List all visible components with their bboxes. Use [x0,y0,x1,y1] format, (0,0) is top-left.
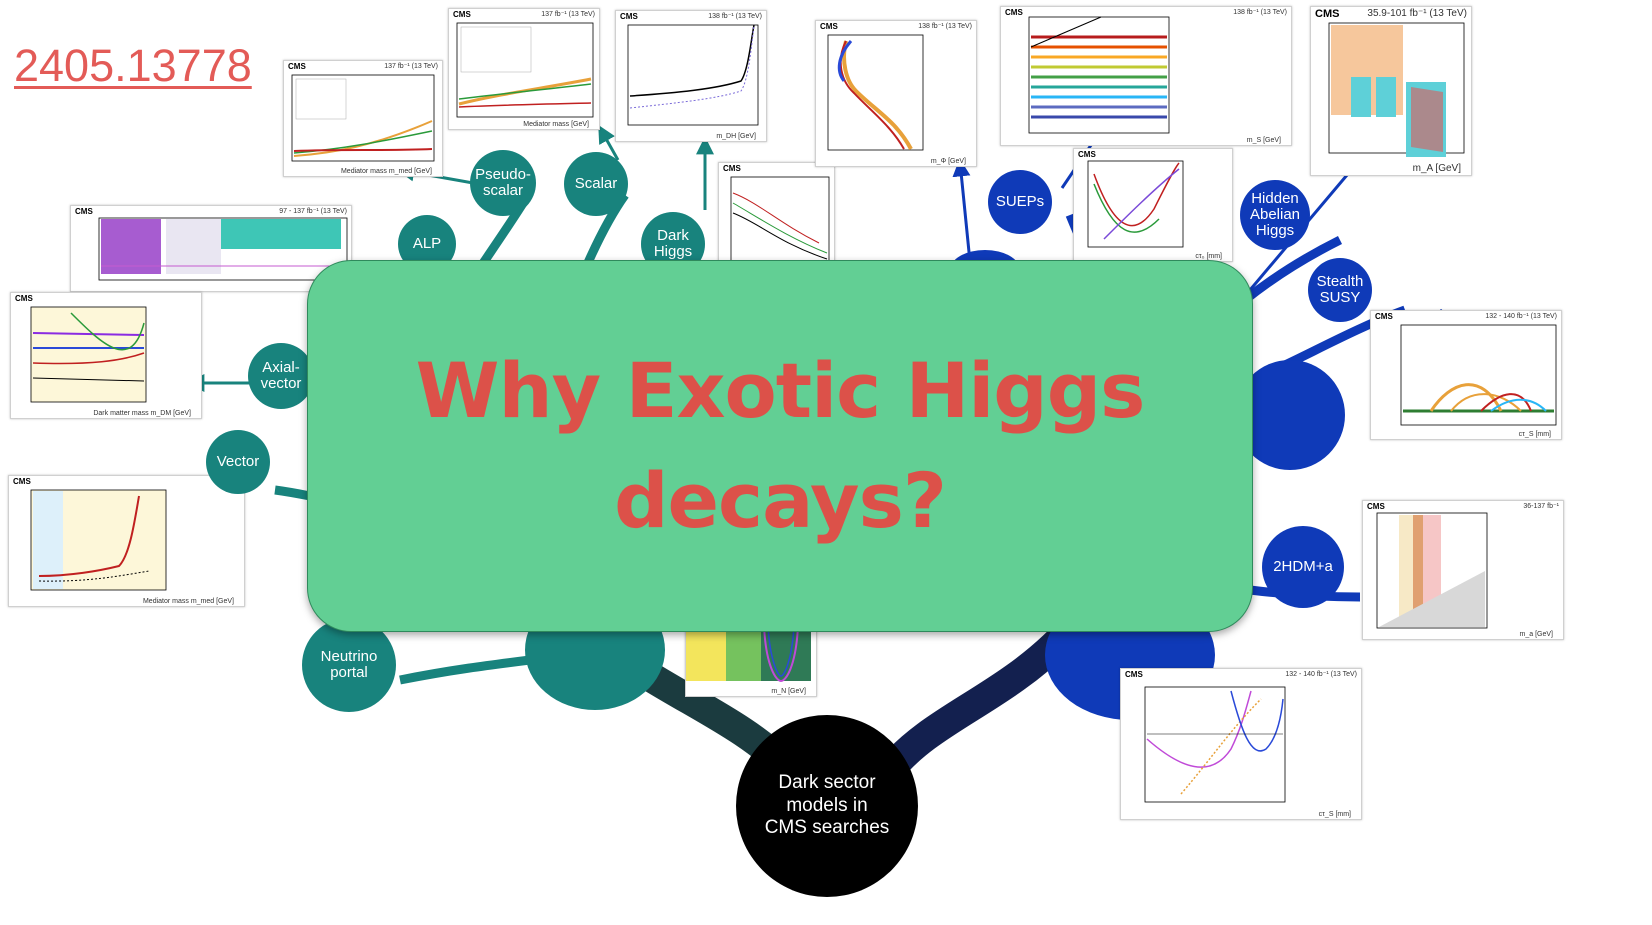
node-vector[interactable]: Vector [206,430,270,494]
thumbnail-axial-vector-plot[interactable]: CMS Dark matter mass m_DM [GeV] [10,292,202,419]
thumb-xlabel: m_A [GeV] [1412,163,1461,174]
thumb-cms-label: CMS [75,207,93,216]
thumb-xlabel: m_a [GeV] [1519,631,1553,638]
thumb-lumi-label: 137 fb⁻¹ (13 TeV) [384,63,438,70]
thumb-cms-label: CMS [723,164,741,173]
thumb-xlabel: Mediator mass m_med [GeV] [340,168,432,175]
branch-vector [274,485,311,501]
node-label: 2HDM+a [1273,558,1333,576]
thumbnail-pseudoscalar-plot[interactable]: CMS 137 fb⁻¹ (13 TeV) Mediator mass m_me… [283,60,443,177]
thumb-xlabel: m_DH [GeV] [716,133,756,140]
thumb-xlabel: m_Φ [GeV] [930,158,966,165]
thumb-lumi-label: 36-137 fb⁻¹ [1523,503,1559,510]
branch-hidden [1242,235,1343,304]
node-2hdm-a[interactable]: 2HDM+a [1262,526,1344,608]
thumb-cms-label: CMS [15,294,33,303]
thumb-lumi-label: 132 - 140 fb⁻¹ (13 TeV) [1285,671,1357,678]
thumbnail-hidden-abelian-plot[interactable]: CMS 35.9-101 fb⁻¹ (13 TeV) m_A [GeV] [1310,6,1472,176]
blue-hub-mid [1235,360,1345,470]
thumbnail-dark-higgs-plot[interactable]: CMS 138 fb⁻¹ (13 TeV) m_DH [GeV] [615,10,767,142]
thumb-cms-label: CMS [288,62,306,71]
node-scalar[interactable]: Scalar [564,152,628,216]
node-pseudoscalar[interactable]: Pseudo- scalar [470,150,536,216]
thumb-xlabel: Dark matter mass m_DM [GeV] [93,410,191,417]
node-hidden-abelian-higgs[interactable]: Hidden Abelian Higgs [1240,180,1310,250]
thumb-xlabel: Mediator mass [GeV] [523,121,589,128]
thumbnail-dark-photon-plot[interactable]: CMS [718,162,835,274]
node-sueps[interactable]: SUEPs [988,170,1052,234]
thumb-cms-label: CMS [820,22,838,31]
headline-line-2: decays? [614,456,947,545]
thumb-lumi-label: 132 - 140 fb⁻¹ (13 TeV) [1485,313,1557,320]
thumb-cms-label: CMS [1375,312,1393,321]
thumb-lumi-label: 138 fb⁻¹ (13 TeV) [708,13,762,20]
node-label: Stealth SUSY [1316,273,1364,306]
root-label: Dark sector models in CMS searches [764,771,890,839]
node-dark-sector-root[interactable]: Dark sector models in CMS searches [736,715,918,897]
arxiv-paper-link[interactable]: 2405.13778 [14,40,252,91]
thumb-cms-label: CMS [1315,8,1340,20]
thumbnail-displaced-plot[interactable]: CMS 132 - 140 fb⁻¹ (13 TeV) cτ_S [mm] [1120,668,1362,820]
thumb-lumi-label: 138 fb⁻¹ (13 TeV) [918,23,972,30]
thumbnail-vector-plot[interactable]: CMS Mediator mass m_med [GeV] [8,475,245,607]
headline-callout: Why Exotic Higgs decays? [307,260,1253,632]
thumb-cms-label: CMS [13,477,31,486]
thumb-cms-label: CMS [1125,670,1143,679]
thumbnail-long-lived-plot[interactable]: CMS cτ₀ [mm] [1073,148,1233,262]
thumb-cms-label: CMS [1078,150,1096,159]
headline-line-1: Why Exotic Higgs [415,345,1146,435]
thumb-xlabel: Mediator mass m_med [GeV] [142,598,234,605]
thumb-xlabel: m_S [GeV] [1246,137,1281,144]
thumbnail-scalar-plot[interactable]: CMS 137 fb⁻¹ (13 TeV) Mediator mass [GeV… [448,8,600,130]
thumb-cms-label: CMS [1367,502,1385,511]
thumb-cms-label: CMS [620,12,638,21]
node-axial-vector[interactable]: Axial- vector [248,343,314,409]
branch-neutrino [399,655,531,685]
node-label: Neutrino portal [320,648,378,681]
thumb-lumi-label: 97 - 137 fb⁻¹ (13 TeV) [279,208,347,215]
thumbnail-neutrino-plot[interactable]: m_N [GeV] [685,625,817,697]
thumb-cms-label: CMS [1005,8,1023,17]
trunk-right [878,629,1071,780]
node-label: Scalar [574,175,618,193]
node-label: SUEPs [995,193,1045,211]
thumbnail-sueps-plot[interactable]: CMS 138 fb⁻¹ (13 TeV) m_S [GeV] [1000,6,1292,146]
thumb-cms-label: CMS [453,10,471,19]
thumb-lumi-label: 137 fb⁻¹ (13 TeV) [541,11,595,18]
thumb-xlabel: cτ_S [mm] [1518,431,1551,438]
node-label: Pseudo- scalar [475,166,531,199]
thumb-xlabel: cτ₀ [mm] [1195,253,1222,260]
node-label: ALP [412,235,442,253]
thumb-xlabel: cτ_S [mm] [1318,811,1351,818]
thumbnail-emerging-jets-plot[interactable]: CMS 138 fb⁻¹ (13 TeV) m_Φ [GeV] [815,20,977,167]
node-stealth-susy[interactable]: Stealth SUSY [1308,258,1372,322]
thumbnail-2hdm-plot[interactable]: CMS 36-137 fb⁻¹ m_a [GeV] [1362,500,1564,640]
node-label: Axial- vector [260,359,302,392]
node-label: Dark Higgs [653,227,693,260]
arrow-emerging [952,158,972,263]
thumb-lumi-label: 138 fb⁻¹ (13 TeV) [1233,9,1287,16]
node-label: Vector [216,453,260,471]
node-neutrino-portal[interactable]: Neutrino portal [302,618,396,712]
thumbnail-stealth-susy-plot[interactable]: CMS 132 - 140 fb⁻¹ (13 TeV) cτ_S [mm] [1370,310,1562,440]
thumbnail-alp-plot[interactable]: CMS 97 - 137 fb⁻¹ (13 TeV) [70,205,352,292]
thumb-xlabel: m_N [GeV] [771,688,806,695]
arrow-scalar [598,124,620,161]
node-label: Hidden Abelian Higgs [1249,190,1301,239]
thumb-lumi-label: 35.9-101 fb⁻¹ (13 TeV) [1367,8,1467,19]
